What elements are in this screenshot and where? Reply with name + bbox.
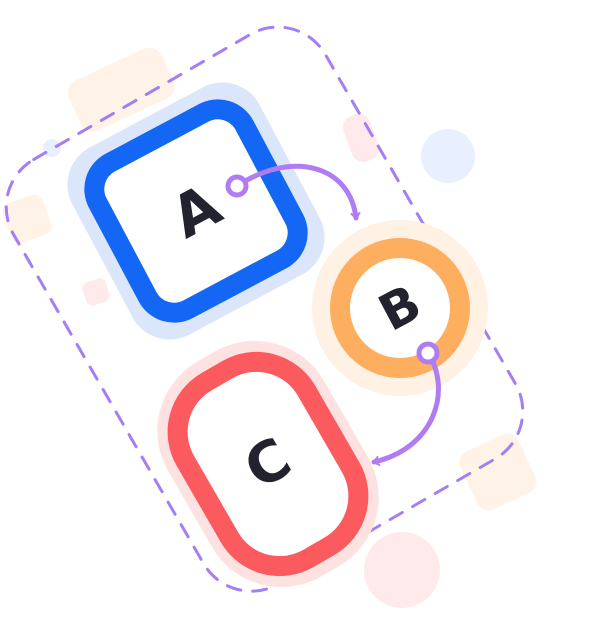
connector-b-c-port (416, 341, 440, 365)
deco-peach-square-left (2, 194, 52, 244)
connector-a-b-line (234, 163, 361, 221)
node-c[interactable] (128, 312, 408, 617)
deco-pink-circle (364, 532, 440, 608)
deco-blue-dot (43, 139, 61, 157)
node-c-shape (167, 351, 369, 577)
node-b[interactable] (312, 220, 488, 396)
background-decorations (2, 47, 537, 608)
connector-a-to-b (225, 163, 361, 221)
deco-peach-square-right (459, 433, 537, 511)
deco-peach-pill (67, 47, 175, 132)
node-a[interactable] (53, 68, 340, 355)
connector-b-to-c (371, 341, 441, 466)
node-b-shape (330, 238, 470, 378)
group-frame (4, 25, 525, 593)
deco-pink-pill (343, 114, 379, 162)
connector-b-c-line (371, 350, 441, 466)
connector-a-b-port (225, 174, 249, 198)
deco-blue-circle (421, 129, 475, 183)
deco-pink-small-square (82, 278, 110, 306)
